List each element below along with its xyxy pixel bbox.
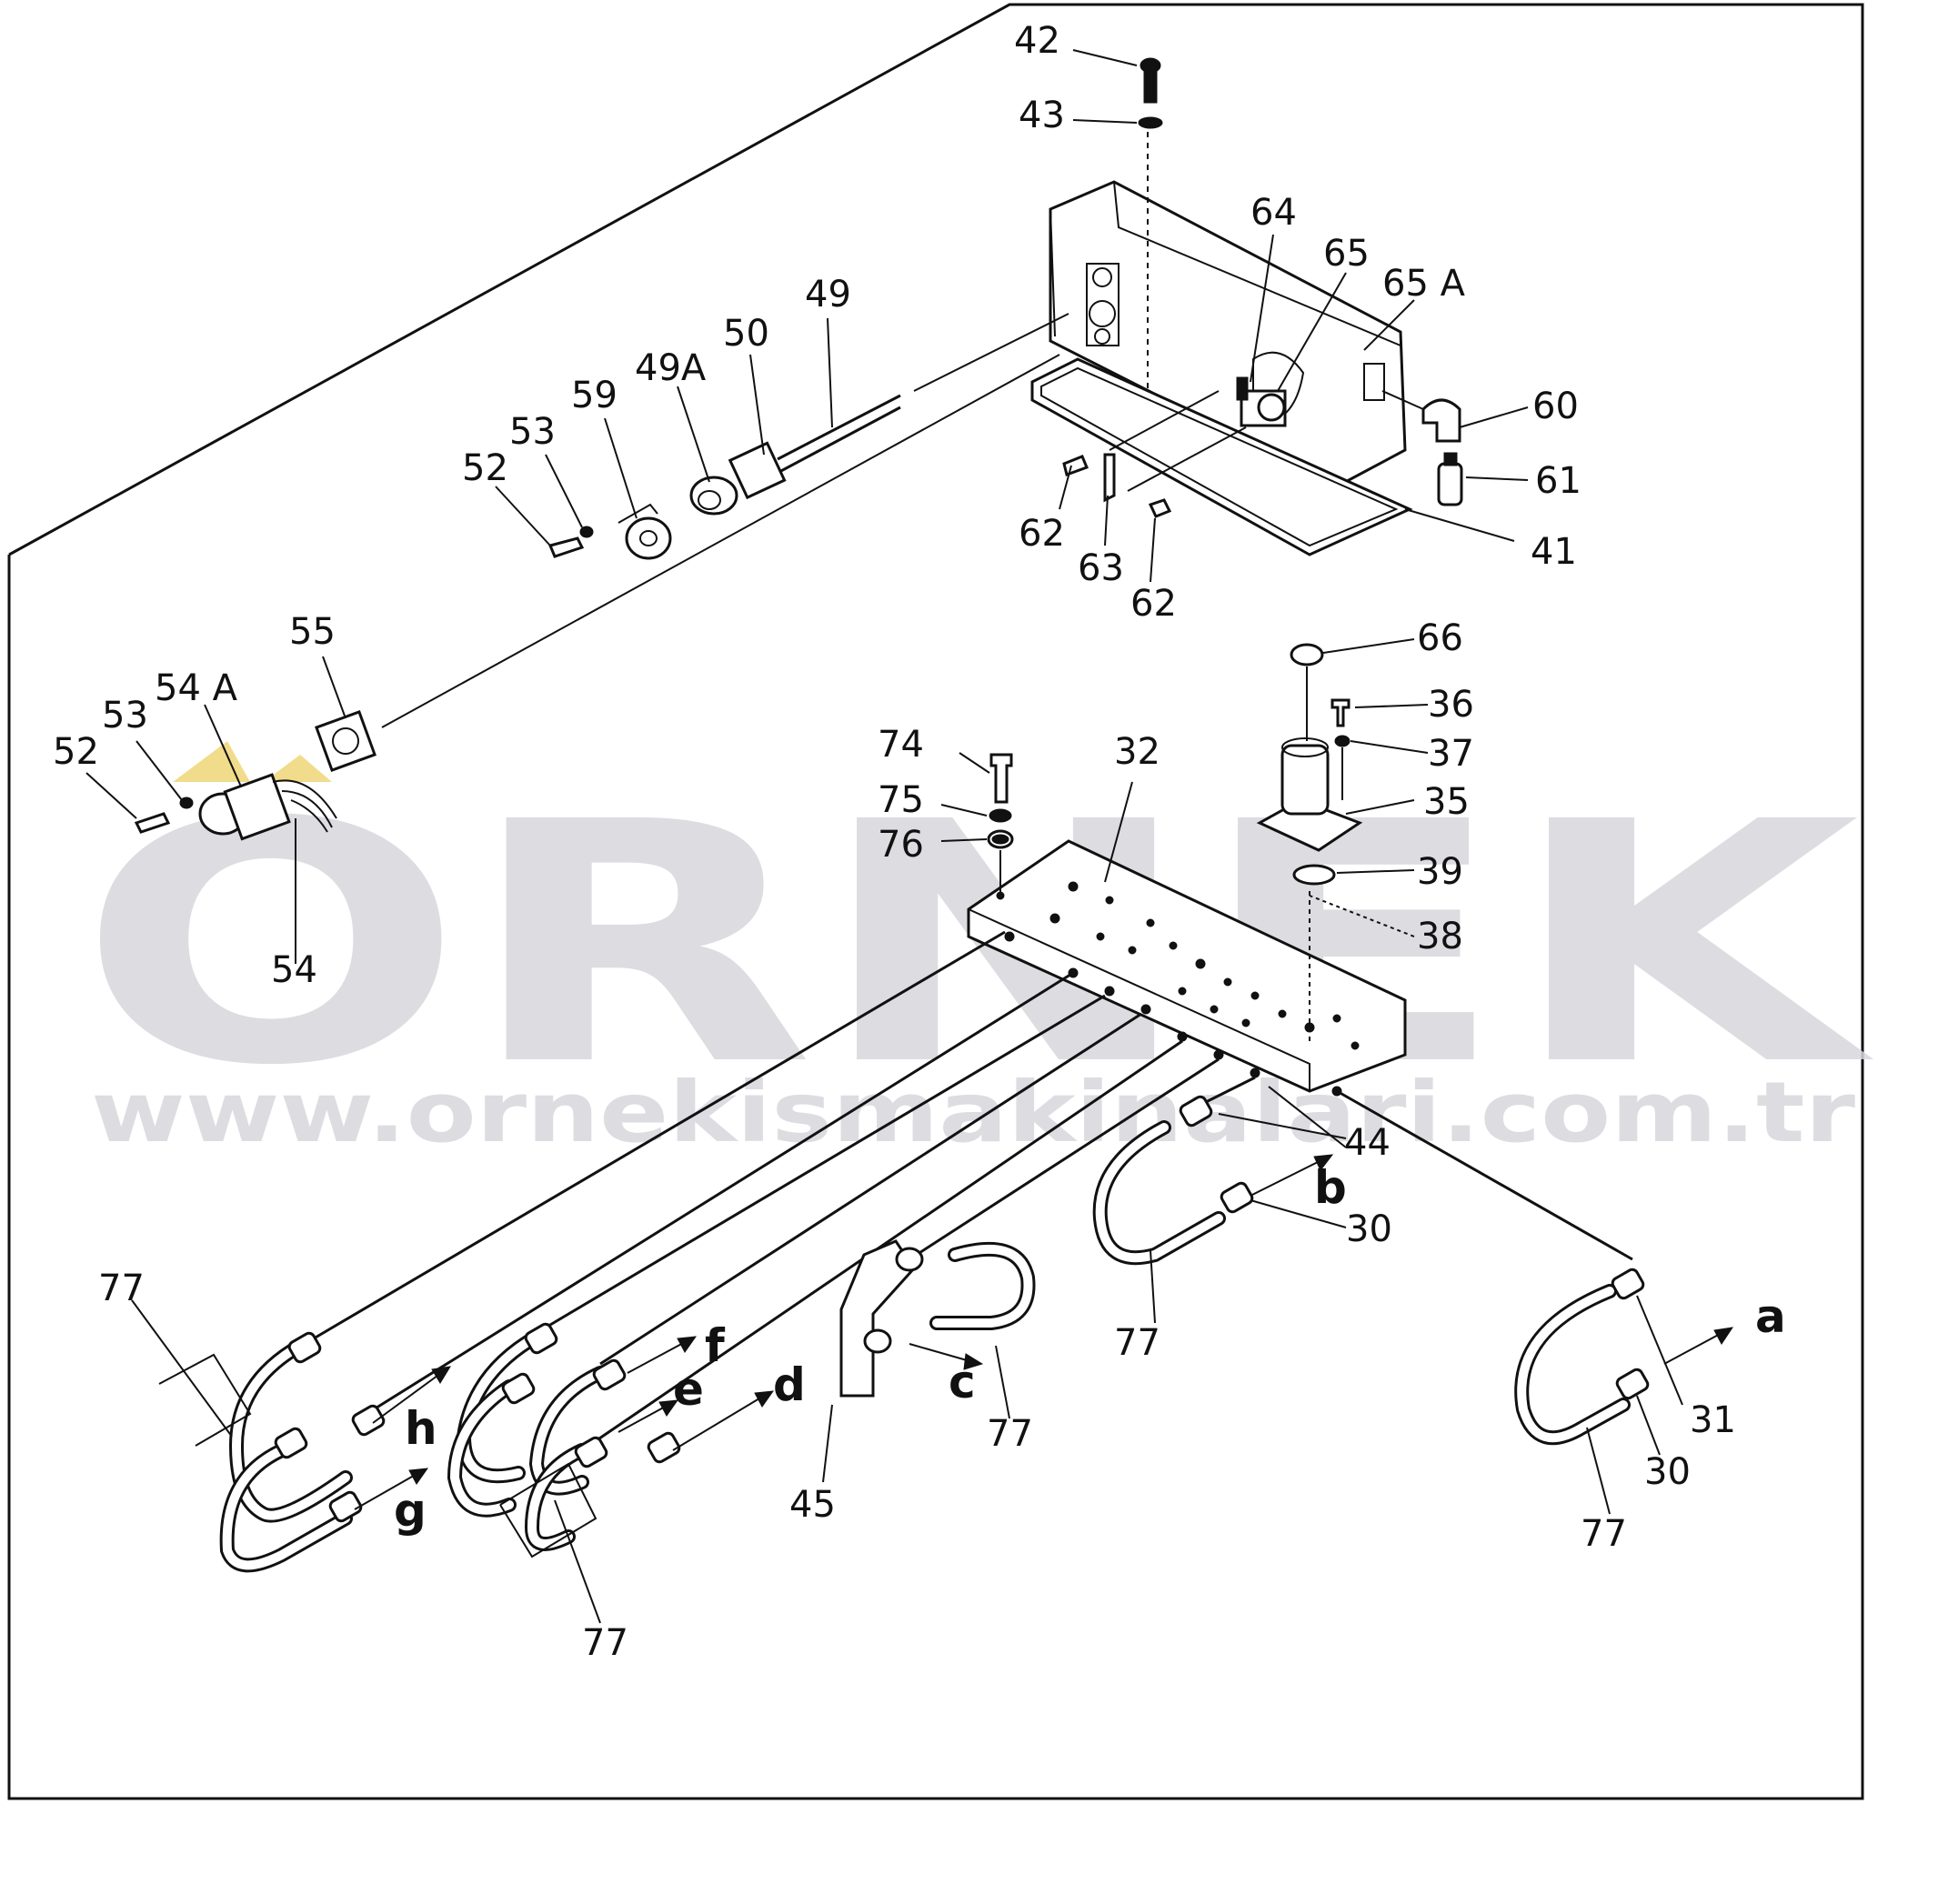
watermark-url: www.ornekismakinalari.com.tr	[91, 1064, 1856, 1161]
fitting-61	[1437, 462, 1463, 506]
callout-76: 76	[878, 824, 924, 866]
housing-assembly	[1030, 180, 1413, 556]
washer-43	[1138, 116, 1163, 129]
port-b: b	[1314, 1161, 1347, 1214]
solenoid-valve-35	[1256, 643, 1363, 1046]
port-g: g	[394, 1484, 427, 1537]
tube-77-left	[219, 1338, 353, 1573]
callout-64: 64	[1250, 192, 1297, 234]
port-e: e	[673, 1363, 704, 1416]
tube-fittings	[274, 1095, 1650, 1523]
callout-53: 53	[509, 411, 556, 453]
port-a: a	[1755, 1290, 1786, 1343]
callout-30a: 30	[1346, 1208, 1392, 1250]
callout-38: 38	[1417, 916, 1463, 957]
bolt-74	[987, 753, 1014, 896]
manifold-block-32	[967, 839, 1407, 1097]
tube-77-middle	[447, 1329, 607, 1551]
callout-43: 43	[1019, 95, 1065, 136]
connector-54	[134, 354, 1060, 946]
callout-77c: 77	[987, 1413, 1033, 1455]
callout-55: 55	[289, 611, 336, 653]
diagram-frame	[7, 3, 1864, 1800]
port-letters: a b c d e f g h	[394, 1161, 1786, 1537]
watermark-accent	[173, 741, 250, 782]
callout-65a: 65 A	[1382, 263, 1466, 305]
callout-77a: 77	[98, 1268, 145, 1309]
tube-77-b	[1092, 1120, 1226, 1266]
callout-41: 41	[1531, 531, 1577, 573]
callout-44: 44	[1344, 1122, 1391, 1164]
callout-36: 36	[1428, 684, 1474, 726]
port-f: f	[705, 1319, 726, 1372]
callout-37: 37	[1428, 733, 1474, 775]
callout-53b: 53	[102, 695, 148, 737]
callout-77e: 77	[582, 1622, 628, 1664]
screw-42	[1138, 57, 1163, 391]
shaft-assembly	[547, 313, 1069, 560]
callout-75: 75	[878, 779, 924, 821]
callout-50: 50	[723, 313, 769, 355]
callout-66: 66	[1417, 617, 1463, 659]
callout-52: 52	[462, 447, 508, 489]
callout-39: 39	[1417, 851, 1463, 893]
base-plate	[1030, 357, 1413, 556]
watermark: ORNEK www.ornekismakinalari.com.tr	[77, 741, 1877, 1161]
port-d: d	[773, 1358, 806, 1411]
callout-31: 31	[1690, 1399, 1736, 1441]
callout-32: 32	[1114, 731, 1160, 773]
callout-77d: 77	[1581, 1513, 1627, 1555]
oring-39	[1292, 864, 1336, 886]
elbow-60	[1381, 390, 1463, 506]
gasket-55	[315, 710, 377, 772]
callout-74: 74	[878, 724, 924, 766]
callout-42: 42	[1014, 20, 1060, 62]
callout-54a: 54 A	[155, 667, 238, 709]
callout-59: 59	[571, 375, 618, 416]
callout-30b: 30	[1644, 1451, 1691, 1493]
callout-52b: 52	[53, 731, 99, 773]
callout-77b: 77	[1114, 1322, 1160, 1364]
callout-54: 54	[271, 949, 317, 991]
coupling-49a	[689, 476, 738, 516]
coupling-50	[728, 441, 787, 500]
port-h: h	[405, 1402, 437, 1455]
washer-66	[1290, 643, 1324, 666]
port-arrows	[354, 1154, 1734, 1510]
elbow-45	[839, 1239, 924, 1398]
leader-lines	[85, 49, 1683, 1624]
screw-52b	[134, 812, 171, 834]
tube-77-a	[1514, 1284, 1631, 1446]
callout-60: 60	[1532, 386, 1579, 427]
washer-53	[579, 526, 594, 538]
callout-35: 35	[1423, 781, 1470, 823]
callout-49: 49	[805, 274, 851, 316]
callout-45: 45	[789, 1484, 836, 1526]
callout-62a: 62	[1019, 513, 1065, 555]
callout-61: 61	[1535, 460, 1581, 502]
callout-65: 65	[1323, 233, 1370, 275]
watermark-brand: ORNEK	[77, 752, 1877, 1138]
callout-labels: 42 43 64 65 65 A 49 50 49A 59 53 52 60 6…	[53, 20, 1736, 1664]
callout-62b: 62	[1130, 583, 1177, 625]
callout-49a: 49A	[635, 347, 707, 389]
washer-75	[989, 808, 1012, 823]
port-c: c	[949, 1356, 976, 1408]
callout-63: 63	[1078, 547, 1124, 589]
tube-77-c	[929, 1241, 1036, 1330]
screw-52	[547, 536, 585, 558]
nut-59	[625, 516, 672, 560]
watermark-accent-2	[264, 755, 332, 782]
